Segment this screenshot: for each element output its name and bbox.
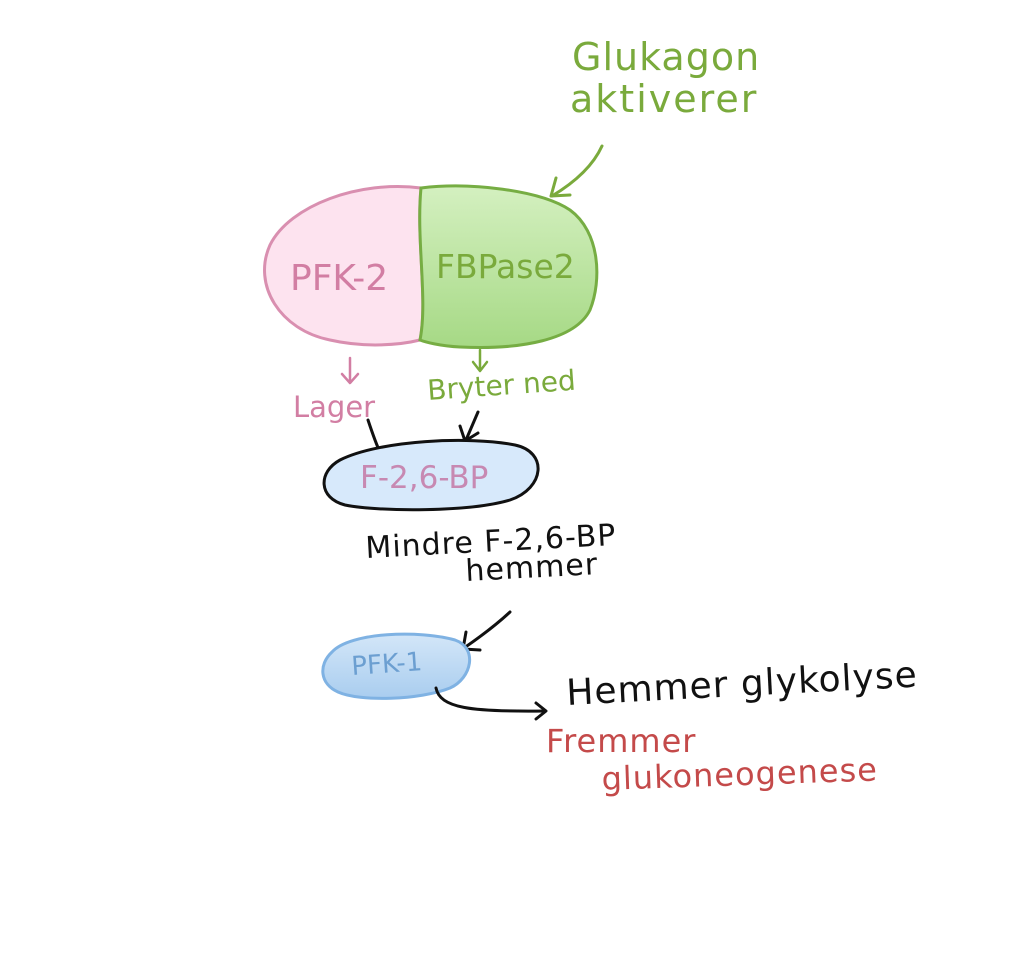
pfk1-enzyme xyxy=(321,632,472,700)
inhibits-label: hemmer xyxy=(465,547,599,589)
pfk1-to-outcome-arrow xyxy=(434,686,547,713)
fbpase2-domain xyxy=(418,184,599,349)
glucagon-label: Glukagon xyxy=(572,35,760,79)
activates-label: aktiverer xyxy=(570,77,758,121)
fbpase2-label: FBPase2 xyxy=(436,247,575,286)
bryter-ned-label: Bryter ned xyxy=(426,364,577,407)
bryter-ned-to-f26bp-arrow xyxy=(464,410,480,442)
promotes-label: Fremmer xyxy=(546,722,696,760)
pfk1-to-outcome-arrow-head xyxy=(534,701,548,721)
lager-arrow-head xyxy=(340,372,360,385)
inhibits-glycolysis-label: Hemmer glykolyse xyxy=(565,655,918,714)
f26bp-molecule xyxy=(322,438,540,512)
lager-label: Lager xyxy=(293,390,375,424)
pfk2-label: PFK-2 xyxy=(290,258,388,299)
glucagon-arrow-head xyxy=(549,176,572,198)
glucagon-arrow xyxy=(550,144,604,198)
inhibits-to-pfk1-arrow xyxy=(462,610,512,650)
bryter-ned-arrow-head xyxy=(471,360,489,373)
f26bp-label: F-2,6-BP xyxy=(360,460,488,496)
pfk1-label: PFK-1 xyxy=(350,647,423,682)
